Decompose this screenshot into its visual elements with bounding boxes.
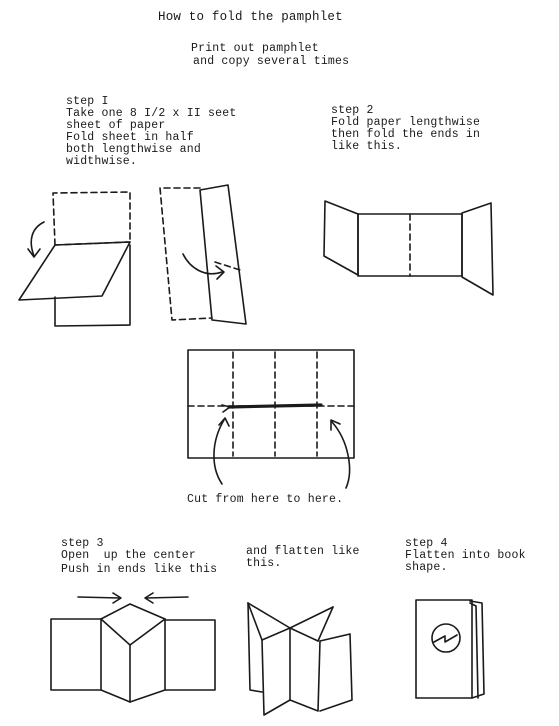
step1-label: step I	[66, 95, 109, 108]
flatten-line-1: and flatten like	[246, 545, 360, 558]
step3-line-2: Push in ends like this	[61, 563, 218, 576]
step1-fold-in-half-drawing	[18, 191, 131, 327]
step3-flatten-drawing	[247, 602, 353, 716]
step4-line-2: shape.	[405, 561, 448, 574]
cut-diagram-drawing	[187, 349, 355, 489]
step2-line-1: Fold paper lengthwise	[331, 116, 481, 129]
page-title: How to fold the pamphlet	[158, 10, 343, 24]
step1-line-1: Take one 8 I/2 x II seet	[66, 107, 237, 120]
intro-line-1: Print out pamphlet	[191, 42, 319, 55]
step2-line-2: then fold the ends in	[331, 128, 481, 141]
step1-line-5: widthwise.	[66, 155, 138, 168]
step4-book-drawing	[415, 599, 485, 699]
step2-label: step 2	[331, 104, 374, 117]
step4-label: step 4	[405, 537, 448, 550]
step3-label: step 3	[61, 537, 104, 550]
step3-push-ends-drawing	[50, 592, 216, 703]
step2-ends-folded-drawing	[323, 200, 494, 296]
intro-line-2: and copy several times	[193, 55, 350, 68]
step1-line-2: sheet of paper	[66, 119, 166, 132]
step1-fold-lengthwise-drawing	[159, 184, 247, 325]
cut-caption: Cut from here to here.	[187, 493, 344, 506]
step1-line-4: both lengthwise and	[66, 143, 201, 156]
flatten-line-2: this.	[246, 557, 282, 570]
step3-line-1: Open up the center	[61, 549, 196, 562]
step2-line-3: like this.	[331, 140, 403, 153]
step1-line-3: Fold sheet in half	[66, 131, 194, 144]
step4-line-1: Flatten into book	[405, 549, 526, 562]
